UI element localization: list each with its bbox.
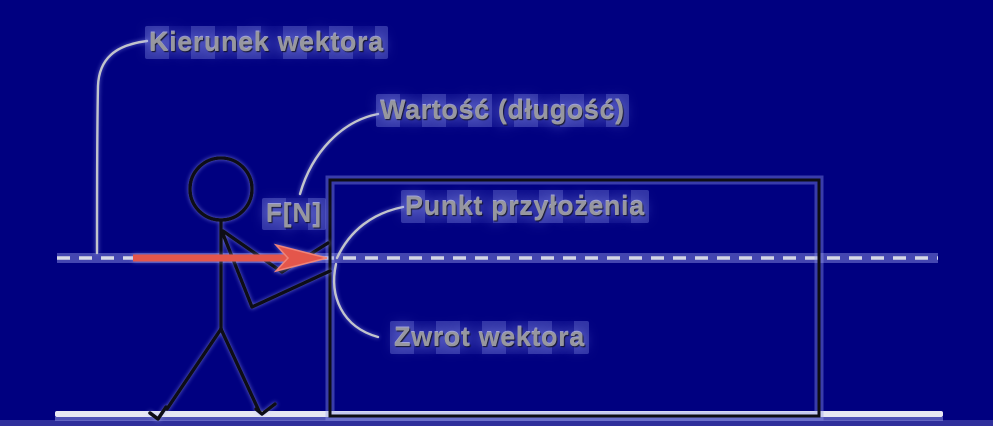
label-vector-magnitude: Wartość (długość) <box>376 94 629 128</box>
stick-figure-head <box>188 156 254 222</box>
block-box <box>328 178 821 418</box>
stick-figure-arm-upper <box>221 229 330 274</box>
label-vector-direction: Kierunek wektora <box>145 26 388 60</box>
stick-figure <box>148 156 332 421</box>
callout-curves <box>95 39 405 339</box>
stick-figure-leg-right <box>219 327 277 416</box>
ground-shadow <box>55 417 943 421</box>
callout-application-point <box>335 205 405 260</box>
label-force-symbol: F[N] <box>262 198 326 230</box>
label-application-point: Punkt przyłożenia <box>401 190 649 224</box>
stick-figure-leg-left <box>148 327 223 421</box>
label-vector-sense: Zwrot wektora <box>390 321 589 355</box>
force-arrow <box>133 243 328 273</box>
force-arrow-head <box>273 243 328 273</box>
bottom-edge-strip <box>0 420 993 426</box>
callout-magnitude <box>298 112 380 196</box>
callout-sense <box>332 262 380 339</box>
callout-direction <box>95 39 149 255</box>
